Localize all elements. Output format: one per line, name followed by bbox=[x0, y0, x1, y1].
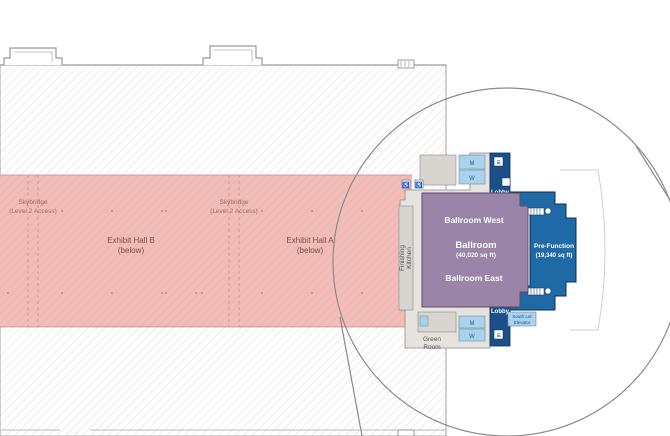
green-room-sublabel: Room bbox=[423, 344, 440, 351]
exhibit-hall-b-label: Exhibit Hall B bbox=[107, 236, 155, 245]
ballroom-area: (40,020 sq ft) bbox=[456, 252, 496, 259]
south-lot-elevator-label: South Lot bbox=[512, 314, 532, 319]
restroom-icon: W bbox=[469, 334, 475, 340]
exhibit-hall-a-sublabel: (below) bbox=[297, 246, 324, 255]
ballroom-wing: Finishing Kitchen M W M W ♿ ♿ Green Room… bbox=[398, 152, 577, 351]
ballroom-east-label: Ballroom East bbox=[445, 273, 502, 283]
accessible-icon: ♿ bbox=[415, 181, 423, 189]
lobby-bottom-label: Lobby bbox=[491, 309, 510, 315]
exhibit-halls: Skybridge (Level 2 Access) Skybridge (Le… bbox=[0, 174, 412, 328]
restroom-icon: M bbox=[470, 321, 475, 327]
elevator-icon bbox=[544, 207, 552, 215]
finishing-kitchen-sublabel: Kitchen bbox=[406, 247, 413, 269]
south-lot-elevator-sublabel: Elevator bbox=[514, 320, 531, 325]
prefunction-label: Pre-Function bbox=[534, 243, 574, 250]
stairs-icon: ≡ bbox=[496, 333, 500, 340]
restroom-icon: M bbox=[470, 161, 475, 167]
prefunction-area: (19,340 sq ft) bbox=[536, 253, 573, 259]
ballroom-label: Ballroom bbox=[455, 240, 496, 251]
finishing-kitchen-label: Finishing bbox=[399, 245, 406, 271]
ballroom-west-label: Ballroom West bbox=[444, 215, 504, 225]
skybridge-a-sublabel: (Level 2 Access) bbox=[210, 208, 258, 215]
skybridge-a-label: Skybridge bbox=[220, 199, 249, 206]
accessible-icon: ♿ bbox=[402, 181, 410, 189]
elevator-icon bbox=[544, 287, 552, 295]
green-room-label: Green bbox=[423, 336, 441, 343]
magnifier-overlay bbox=[332, 87, 670, 436]
exhibit-hall-a-label: Exhibit Hall A bbox=[286, 236, 334, 245]
skybridge-b-label: Skybridge bbox=[19, 199, 48, 206]
stairs-icon: ≡ bbox=[496, 160, 500, 167]
restroom-icon: W bbox=[469, 176, 475, 182]
exhibit-hall-b-sublabel: (below) bbox=[118, 246, 145, 255]
skybridge-b-sublabel: (Level 2 Access) bbox=[9, 208, 57, 215]
